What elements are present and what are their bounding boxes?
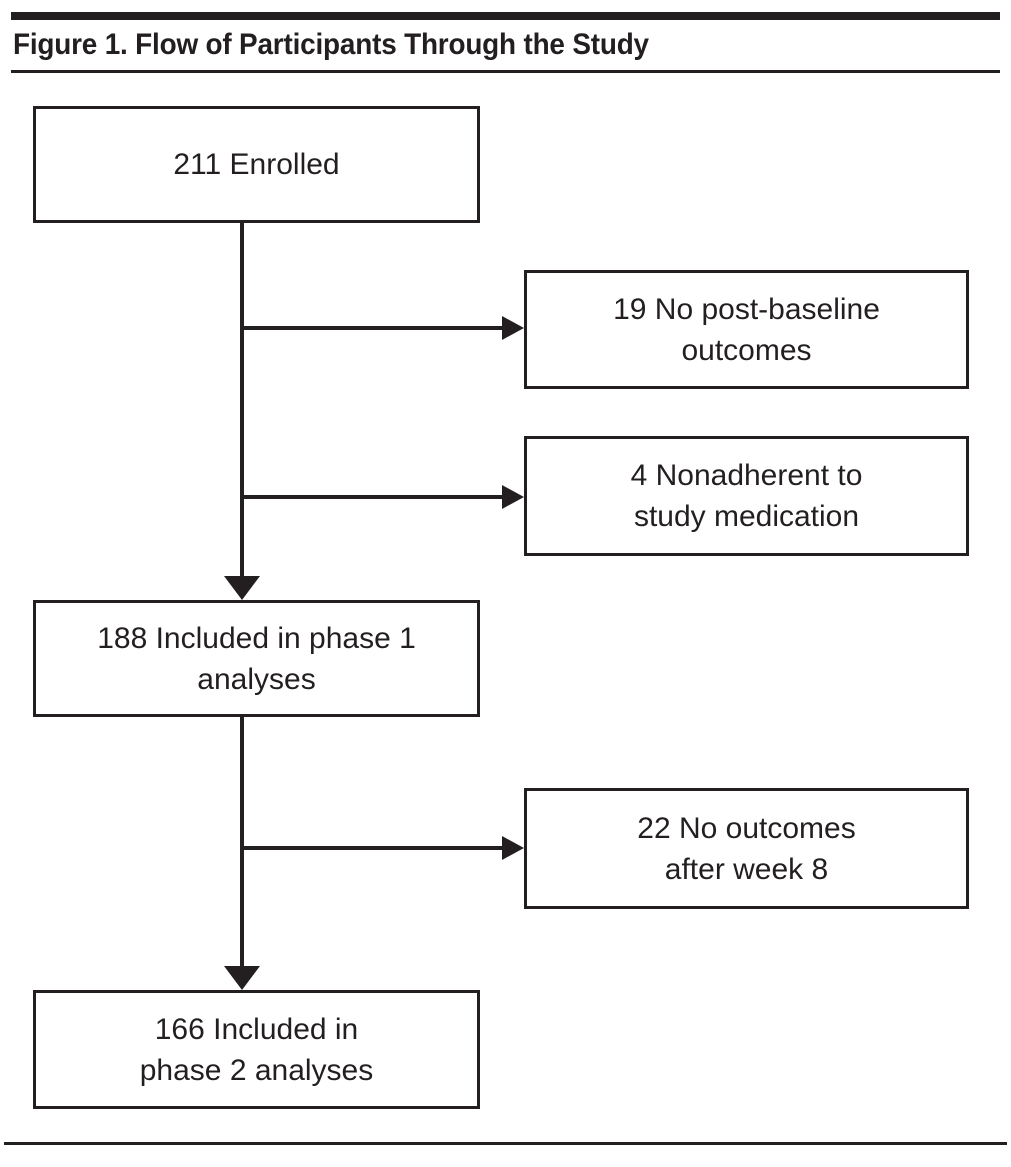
flow-node-no-outcomes-week-8: 22 No outcomes after week 8 [524, 788, 969, 909]
flow-node-no-post-baseline-label: 19 No post-baseline outcomes [613, 292, 880, 367]
flow-node-enrolled-label: 211 Enrolled [173, 148, 340, 181]
connector-phase1-to-phase2-trunk [240, 717, 244, 966]
flow-node-phase-2-label: 166 Included in phase 2 analyses [139, 1012, 374, 1087]
footer-rule [4, 1142, 1007, 1145]
flow-node-nonadherent-label: 4 Nonadherent to study medication [630, 459, 863, 533]
flow-node-phase-1-label: 188 Included in phase 1 analyses [97, 621, 416, 696]
connector-phase1-to-no-outcomes-line [240, 846, 504, 850]
flow-node-no-outcomes-week-8-label: 22 No outcomes after week 8 [637, 811, 856, 886]
arrow-right-icon-no-post-baseline [502, 316, 524, 340]
arrow-down-icon-phase1 [224, 576, 260, 600]
connector-enrolled-to-no-post-baseline-line [240, 326, 504, 330]
connector-enrolled-to-nonadherent-line [240, 495, 504, 499]
flow-node-phase-2: 166 Included in phase 2 analyses [33, 990, 480, 1109]
flow-node-no-post-baseline: 19 No post-baseline outcomes [524, 270, 969, 389]
arrow-right-icon-nonadherent [502, 485, 524, 509]
flow-node-enrolled: 211 Enrolled [33, 106, 480, 223]
figure-title: Figure 1. Flow of Participants Through t… [13, 28, 649, 61]
arrow-down-icon-phase2 [224, 966, 260, 990]
header-rule-thick [11, 12, 1000, 20]
header-rule-thin [11, 70, 1000, 73]
flow-node-phase-1: 188 Included in phase 1 analyses [33, 600, 480, 717]
connector-enrolled-to-phase1-trunk [240, 222, 244, 577]
flow-node-nonadherent: 4 Nonadherent to study medication [524, 436, 969, 556]
arrow-right-icon-no-outcomes [502, 836, 524, 860]
